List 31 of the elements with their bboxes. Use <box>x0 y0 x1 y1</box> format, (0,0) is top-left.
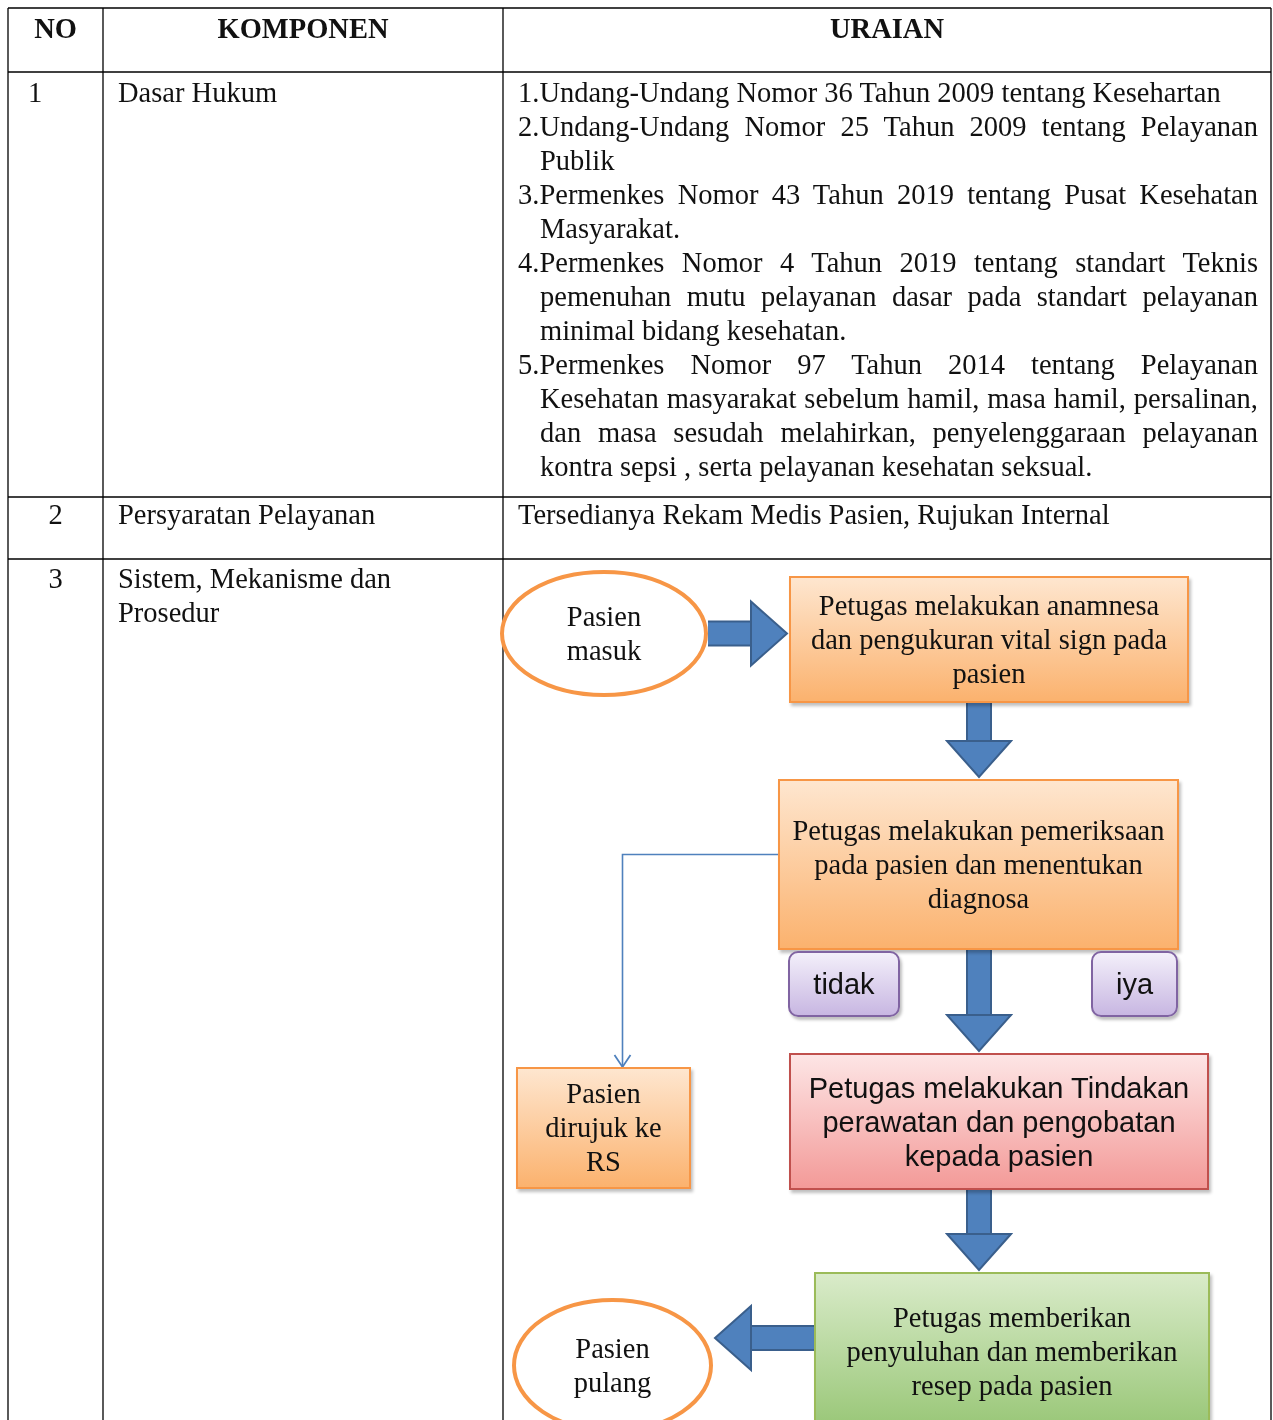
node-text: Petugas melakukan pemeriksaan pada pasien dan menentukan diagnosa <box>792 813 1165 916</box>
list-item: 5.Permenkes Nomor 97 Tahun 2014 tentang Pelayanan Kesehatan masyarakat sebelum hamil, masa hamil, persalinan, dan masa sesudah melahirkan, penyelenggaraan pelayanan kontra sepsi , serta pelayanan kesehatan seksual. <box>518 348 1258 484</box>
node-text: Petugas melakukan anamnesa dan pengukuran vital sign pada pasien <box>809 588 1169 691</box>
list-item: 4.Permenkes Nomor 4 Tahun 2019 tentang standart Teknis pemenuhan mutu pelayanan dasar pada standart pelayanan minimal bidang kesehatan. <box>518 246 1258 348</box>
table-cell-text: Dasar Hukum <box>118 76 279 110</box>
decision-label <box>788 951 900 1017</box>
node-text: Petugas memberikan penyuluhan dan memberikan resep pada pasien <box>845 1301 1179 1403</box>
node-text: iya <box>1115 967 1154 1001</box>
process-box <box>814 1272 1210 1420</box>
table-cell-text: 1 <box>28 76 44 110</box>
table-cell-text: Sistem, Mekanisme dan Prosedur <box>118 562 393 630</box>
process-box <box>778 779 1179 950</box>
node-text: Petugas melakukan Tindakan perawatan dan pengobatan kepada pasien <box>807 1070 1191 1173</box>
decision-label <box>1091 951 1178 1017</box>
node-text: Pasien dirujuk ke RS <box>544 1077 663 1179</box>
table-cell-text: 2 <box>47 498 64 532</box>
node-text: Pasien masuk <box>565 599 643 668</box>
list-item: 3.Permenkes Nomor 43 Tahun 2019 tentang Pusat Kesehatan Masyarakat. <box>518 178 1258 246</box>
list-item: 1.Undang-Undang Nomor 36 Tahun 2009 tentang Kesehartan <box>518 76 1222 110</box>
node-text: Pasien pulang <box>572 1331 653 1400</box>
process-box <box>789 576 1189 703</box>
column-header: URAIAN <box>829 12 945 46</box>
column-header: NO <box>33 12 78 46</box>
node-text: tidak <box>813 967 875 1001</box>
process-box <box>516 1067 691 1189</box>
column-header: KOMPONEN <box>216 12 390 46</box>
table-cell-text: Persyaratan Pelayanan <box>118 498 377 532</box>
table-cell-text: 3 <box>47 562 64 596</box>
table-cell-text: Tersedianya Rekam Medis Pasien, Rujukan Internal <box>518 498 1111 532</box>
list-item: 2.Undang-Undang Nomor 25 Tahun 2009 tentang Pelayanan Publik <box>518 110 1258 178</box>
process-box <box>789 1053 1209 1190</box>
